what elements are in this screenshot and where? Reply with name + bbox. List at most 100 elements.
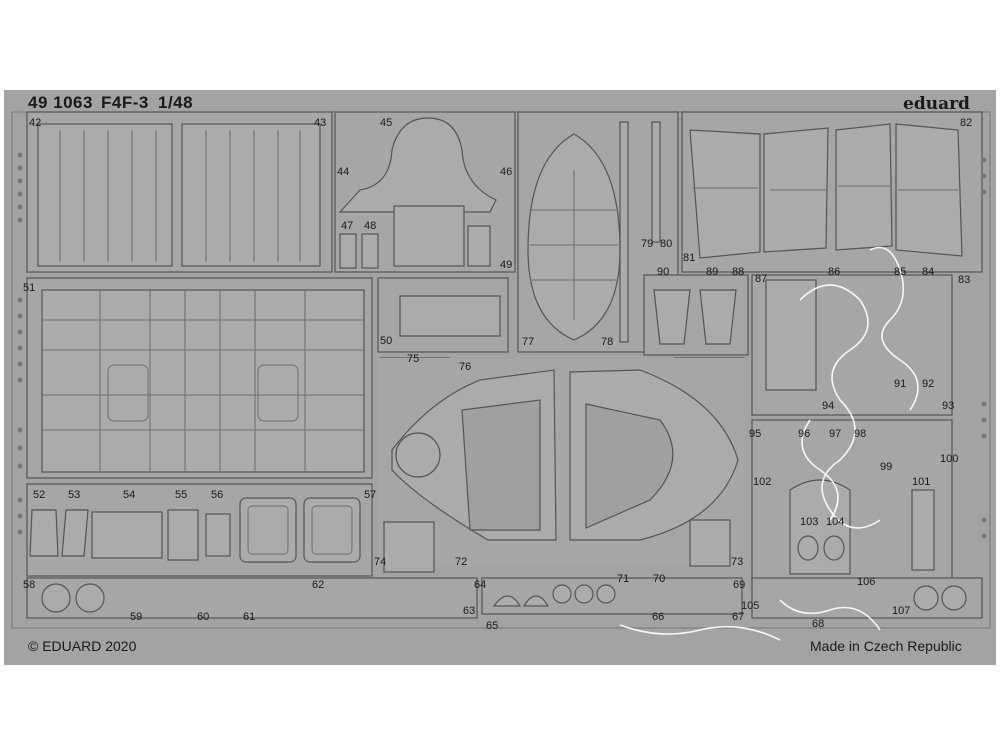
part-number-48: 48 [364, 220, 377, 232]
part-50 [399, 295, 501, 337]
part-number-102: 102 [753, 476, 772, 488]
part-number-66: 66 [652, 611, 665, 623]
part-number-59: 59 [130, 611, 143, 623]
part-number-74: 74 [374, 556, 387, 568]
part-number-51: 51 [23, 282, 36, 294]
scale-label: 1/48 [158, 93, 194, 112]
part-number-80: 80 [660, 238, 673, 250]
part-number-91: 91 [894, 378, 907, 390]
copyright-text: © EDUARD 2020 [28, 638, 137, 654]
part-number-45: 45 [380, 117, 393, 129]
part-number-67: 67 [732, 611, 745, 623]
part-47 [339, 233, 357, 269]
part-89 [699, 289, 737, 345]
part-58b [75, 583, 105, 613]
part-number-99: 99 [880, 461, 893, 473]
part-number-54: 54 [123, 489, 136, 501]
part-number-78: 78 [601, 336, 614, 348]
part-number-69: 69 [733, 579, 746, 591]
part-number-70: 70 [653, 573, 666, 585]
part-80 [651, 121, 661, 243]
model-name: F4F-3 [101, 93, 149, 112]
part-52 [29, 509, 59, 557]
part-74 [383, 521, 435, 573]
part-number-61: 61 [243, 611, 256, 623]
part-number-104: 104 [826, 516, 845, 528]
part-number-88: 88 [732, 266, 745, 278]
part-number-107: 107 [892, 605, 911, 617]
part-number-52: 52 [33, 489, 46, 501]
part-51 [41, 289, 365, 473]
part-81a [689, 129, 761, 259]
part-number-76: 76 [459, 361, 472, 373]
part-number-100: 100 [940, 453, 959, 465]
part-number-83: 83 [958, 274, 971, 286]
part-number-85: 85 [894, 266, 907, 278]
part-number-89: 89 [706, 266, 719, 278]
part-54 [91, 511, 163, 559]
part-56 [205, 513, 231, 557]
part-number-98: 98 [854, 428, 867, 440]
part-number-49: 49 [500, 259, 513, 271]
part-90 [653, 289, 691, 345]
part-number-62: 62 [312, 579, 325, 591]
part-number-42: 42 [29, 117, 42, 129]
part-number-55: 55 [175, 489, 188, 501]
part-45 [338, 117, 497, 213]
part-number-77: 77 [522, 336, 535, 348]
part-number-56: 56 [211, 489, 224, 501]
part-57b [303, 497, 361, 563]
part-number-47: 47 [341, 220, 354, 232]
part-number-53: 53 [68, 489, 81, 501]
watermark-scribble [619, 246, 919, 641]
part-101 [911, 489, 935, 571]
catalog-number: 49 1063 [28, 93, 93, 112]
part-number-86: 86 [828, 266, 841, 278]
part-number-97: 97 [829, 428, 842, 440]
part-number-60: 60 [197, 611, 210, 623]
part-55 [167, 509, 199, 561]
part-number-72: 72 [455, 556, 468, 568]
part-number-44: 44 [337, 166, 350, 178]
brand-logo: eduard [903, 94, 970, 114]
part-number-90: 90 [657, 266, 670, 278]
part-73 [689, 519, 731, 567]
part-number-87: 87 [755, 273, 768, 285]
part-42 [37, 123, 173, 267]
part-number-46: 46 [500, 166, 513, 178]
part-number-84: 84 [922, 266, 935, 278]
part-48 [361, 233, 379, 269]
part-number-43: 43 [314, 117, 327, 129]
part-number-106: 106 [857, 576, 876, 588]
part-number-50: 50 [380, 335, 393, 347]
part-82a [835, 123, 893, 251]
part-number-68: 68 [812, 618, 825, 630]
part-number-82: 82 [960, 117, 973, 129]
part-79 [619, 121, 629, 343]
origin-text: Made in Czech Republic [810, 638, 962, 654]
part-number-92: 92 [922, 378, 935, 390]
part-number-75: 75 [407, 353, 420, 365]
part-number-101: 101 [912, 476, 931, 488]
part-number-57: 57 [364, 489, 377, 501]
part-number-103: 103 [800, 516, 819, 528]
part-number-71: 71 [617, 573, 630, 585]
part-number-64: 64 [474, 579, 487, 591]
part-58a [41, 583, 71, 613]
part-number-93: 93 [942, 400, 955, 412]
part-number-58: 58 [23, 579, 36, 591]
part-57a [239, 497, 297, 563]
part-number-63: 63 [463, 605, 476, 617]
part-number-65: 65 [486, 620, 499, 632]
part-number-81: 81 [683, 252, 696, 264]
part-49-body [393, 205, 465, 267]
part-number-94: 94 [822, 400, 835, 412]
part-number-95: 95 [749, 428, 762, 440]
part-53 [61, 509, 89, 557]
part-number-105: 105 [741, 600, 760, 612]
part-43 [181, 123, 321, 267]
part-number-96: 96 [798, 428, 811, 440]
part-number-79: 79 [641, 238, 654, 250]
part-number-73: 73 [731, 556, 744, 568]
